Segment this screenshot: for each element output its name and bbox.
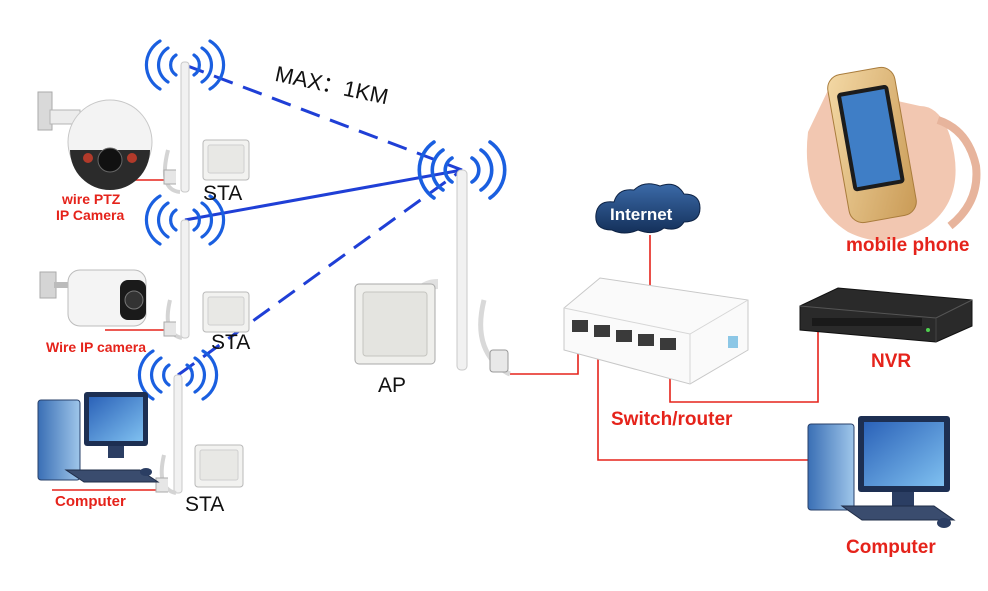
ptz-camera-label-line2: IP Camera — [56, 207, 125, 223]
computer-right-label: Computer — [846, 537, 936, 558]
internet-label: Internet — [610, 205, 673, 224]
sta-top-label: STA — [203, 182, 243, 205]
sta-unit-mid — [163, 219, 250, 340]
signal-sta-mid — [144, 194, 226, 246]
ptz-camera-image — [37, 91, 153, 190]
computer-left-image — [37, 392, 160, 483]
wireless-links — [177, 63, 463, 377]
switch-label: Switch/router — [611, 409, 733, 430]
mobile-phone-label: mobile phone — [846, 235, 970, 256]
link-sta-top-to-ap — [184, 63, 463, 172]
signal-sta-top — [144, 39, 226, 91]
sta-mid-label: STA — [211, 331, 251, 354]
ptz-camera-label-line1: wire PTZ — [62, 191, 121, 207]
mobile-phone-image — [806, 66, 981, 241]
nvr-image — [799, 287, 973, 343]
sta-unit-bottom — [155, 374, 244, 495]
computer-right-image — [807, 416, 956, 528]
ip-camera-image — [39, 269, 147, 327]
switch-image — [563, 277, 749, 385]
link-sta-bottom-to-ap — [177, 168, 463, 377]
nvr-label: NVR — [871, 351, 912, 372]
sta-bottom-label: STA — [185, 493, 225, 516]
wire-switch-to-computer — [597, 348, 818, 461]
internet-cloud-image — [595, 183, 701, 234]
signal-ap — [417, 140, 507, 200]
signal-sta-bottom — [137, 349, 219, 401]
link-sta-mid-to-ap — [184, 168, 463, 222]
signal-waves — [137, 39, 507, 401]
sta-unit-top — [163, 61, 250, 194]
computer-left-label: Computer — [55, 493, 126, 510]
ip-camera-label: Wire IP camera — [46, 339, 147, 355]
ap-unit — [354, 169, 511, 377]
ap-label: AP — [378, 374, 407, 397]
